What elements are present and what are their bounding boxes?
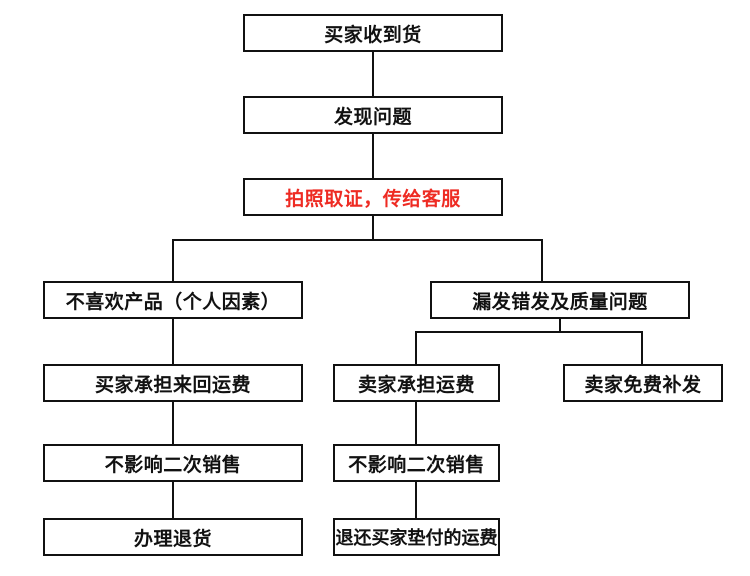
connector-found-problem-to-take-photo	[372, 133, 374, 178]
connector-take-photo-stem	[372, 215, 374, 241]
node-no-impact-resale-middle[interactable]: 不影响二次销售	[333, 444, 500, 482]
node-seller-pays-shipping[interactable]: 卖家承担运费	[333, 364, 500, 402]
node-found-problem[interactable]: 发现问题	[243, 96, 503, 134]
connector-no-impact-left-to-process-return	[172, 481, 174, 518]
node-buyer-received-goods[interactable]: 买家收到货	[243, 14, 503, 52]
connector-seller-pays-to-no-impact-mid	[415, 401, 417, 444]
node-seller-free-reship[interactable]: 卖家免费补发	[563, 364, 723, 402]
node-dislike-product-personal-reason[interactable]: 不喜欢产品（个人因素）	[43, 281, 303, 319]
connector-split-to-missing-wrong-quality	[541, 239, 543, 281]
connector-missing-wrong-quality-stem	[559, 318, 561, 332]
node-refund-buyer-prepaid-shipping[interactable]: 退还买家垫付的运费	[333, 518, 500, 556]
connector-buyer-pays-to-no-impact-left	[172, 401, 174, 444]
node-process-return[interactable]: 办理退货	[43, 518, 303, 556]
node-take-photo-send-to-support[interactable]: 拍照取证，传给客服	[243, 178, 503, 216]
connector-received-to-found-problem	[372, 51, 374, 96]
connector-split-bar-level2	[415, 331, 643, 333]
connector-split-to-seller-pays-shipping	[415, 331, 417, 364]
connector-dislike-to-buyer-pays	[172, 318, 174, 364]
connector-split-bar-level1	[172, 239, 543, 241]
connector-split-to-dislike-product	[172, 239, 174, 281]
node-buyer-pays-roundtrip-shipping[interactable]: 买家承担来回运费	[43, 364, 303, 402]
node-missing-wrong-quality-issue[interactable]: 漏发错发及质量问题	[430, 281, 690, 319]
connector-split-to-seller-free-reship	[641, 331, 643, 364]
node-no-impact-resale-left[interactable]: 不影响二次销售	[43, 444, 303, 482]
connector-no-impact-mid-to-refund-prepaid	[415, 481, 417, 518]
